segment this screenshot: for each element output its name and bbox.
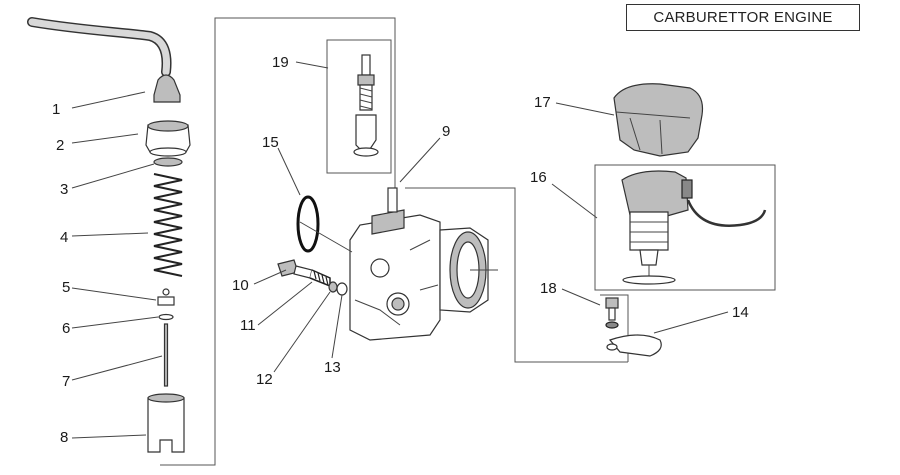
callout-1: 1 — [52, 101, 60, 118]
rubber-boot — [153, 74, 181, 103]
callout-12: 12 — [256, 371, 273, 388]
choke-bracket — [608, 334, 662, 357]
throttle-slide — [147, 397, 185, 453]
callout-7: 7 — [62, 373, 70, 390]
callout-labels: 1 2 3 4 5 6 7 8 9 10 11 12 13 14 15 16 1… — [52, 54, 749, 446]
slide-spring — [153, 173, 183, 277]
callout-13: 13 — [324, 359, 341, 376]
frame-part-19 — [326, 39, 392, 174]
callout-6: 6 — [62, 320, 70, 337]
callout-17: 17 — [534, 94, 551, 111]
diagram-title: CARBURETTOR ENGINE — [626, 4, 860, 31]
choke-plunger — [353, 54, 379, 157]
callout-10: 10 — [232, 277, 249, 294]
jet-needle — [163, 323, 169, 387]
float-bowl-o-ring — [296, 195, 320, 253]
callout-3: 3 — [60, 181, 68, 198]
e-clip — [158, 313, 174, 321]
frame-part-16 — [594, 164, 776, 291]
carburettor-body — [299, 187, 498, 341]
callout-2: 2 — [56, 137, 64, 154]
callout-5: 5 — [62, 279, 70, 296]
callout-19: 19 — [272, 54, 289, 71]
idle-screw-set — [277, 259, 348, 296]
callout-8: 8 — [60, 429, 68, 446]
auto-choke-unit — [621, 170, 767, 285]
o-ring-seal — [153, 157, 183, 167]
cable-and-slide-assembly — [27, 17, 191, 453]
callout-9: 9 — [442, 123, 450, 140]
callout-15: 15 — [262, 134, 279, 151]
callout-18: 18 — [540, 280, 557, 297]
callout-14: 14 — [732, 304, 749, 321]
leader-lines — [71, 61, 729, 439]
callout-4: 4 — [60, 229, 68, 246]
needle-clip-retainer — [157, 296, 175, 306]
choke-mount-hardware — [605, 297, 662, 357]
callout-11: 11 — [240, 317, 256, 334]
callout-16: 16 — [530, 169, 547, 186]
choke-cover — [613, 83, 704, 157]
